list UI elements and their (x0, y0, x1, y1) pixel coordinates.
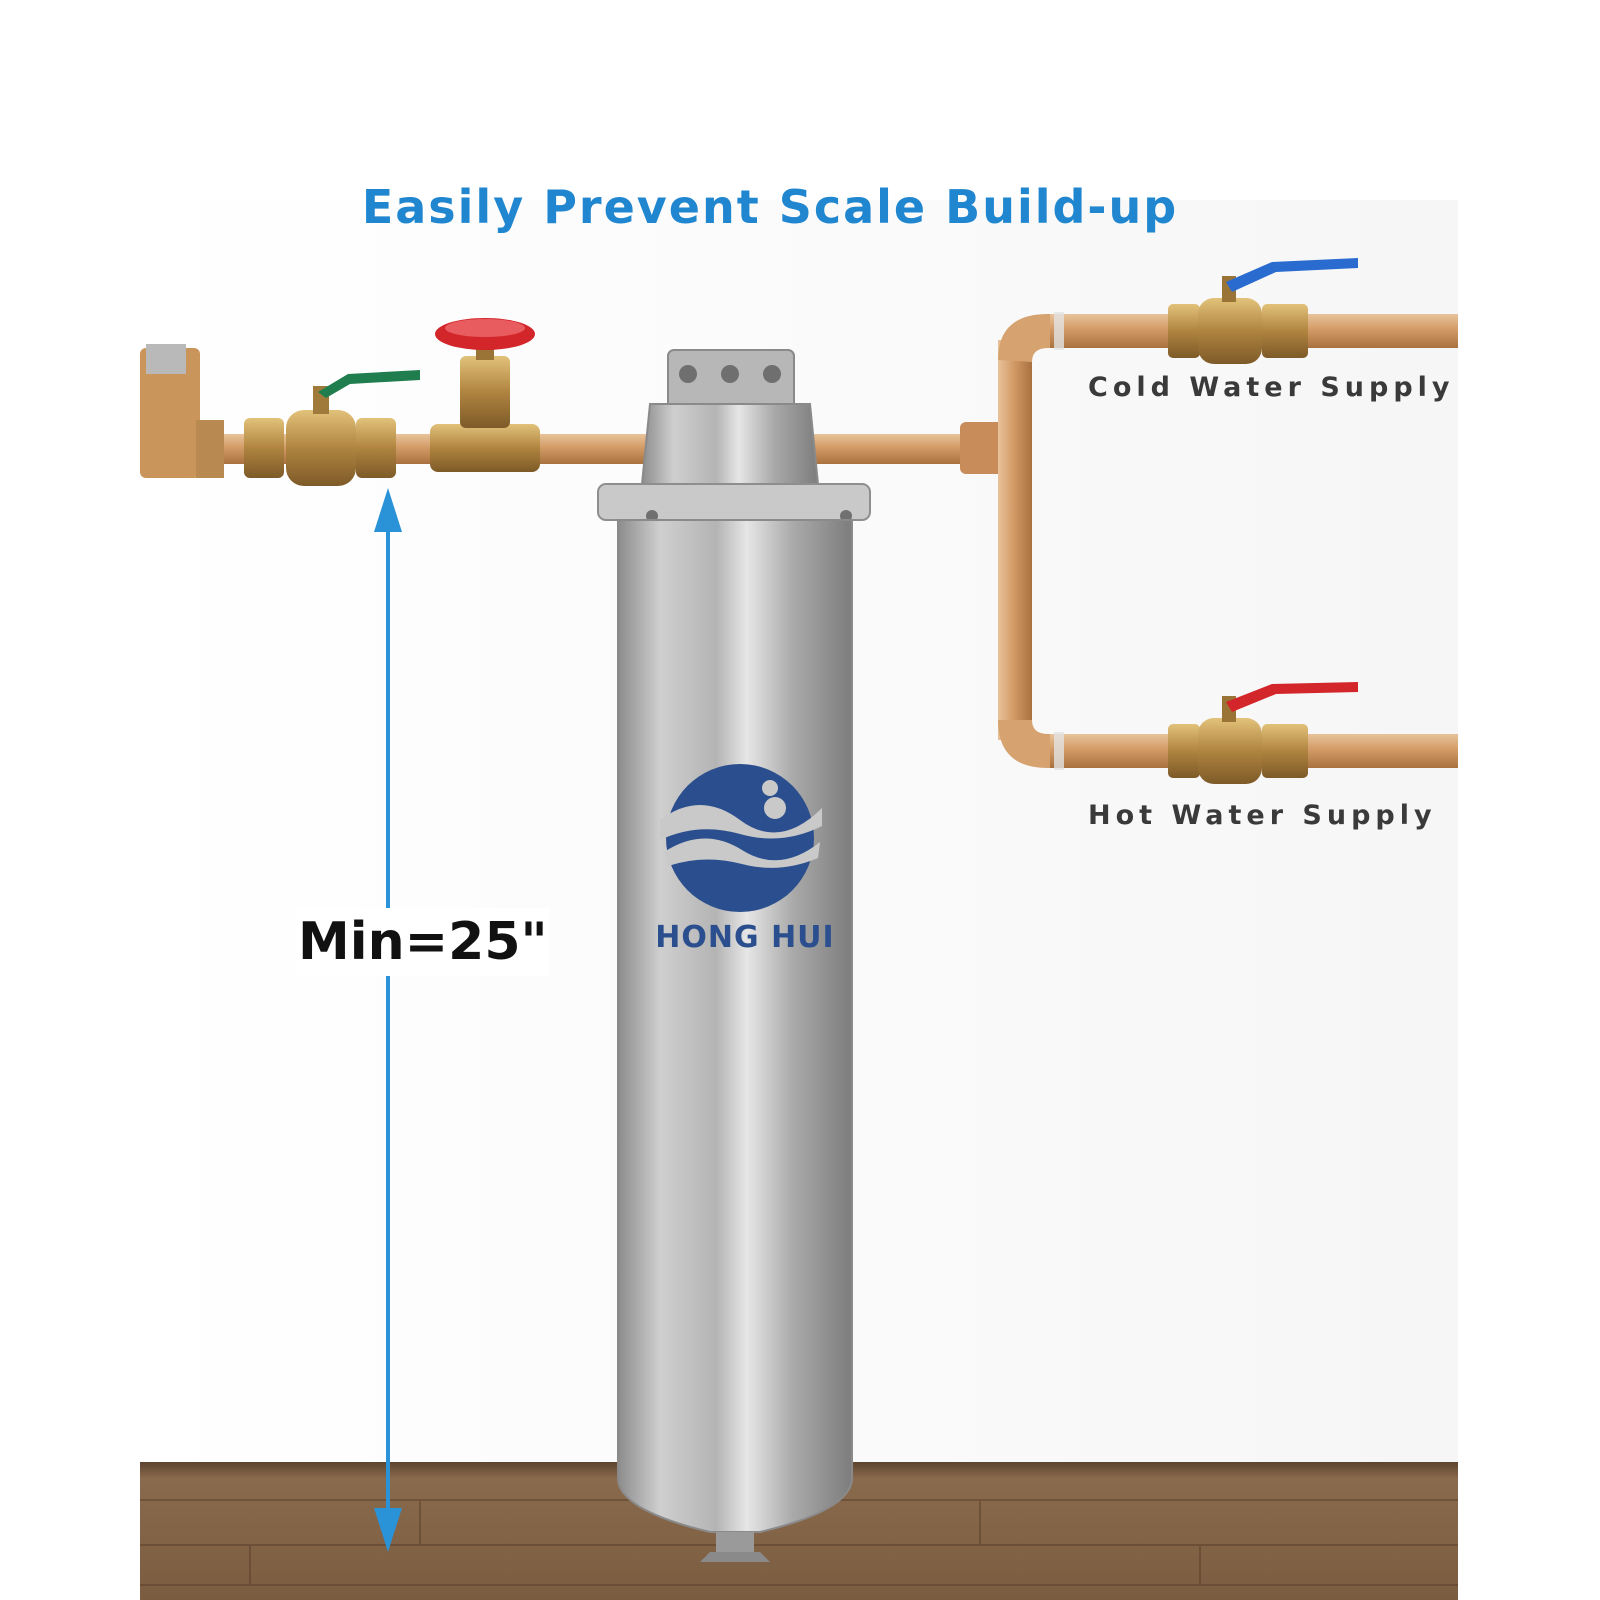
arrow-up-icon (374, 488, 402, 532)
clearance-arrow (374, 488, 402, 1552)
hot-water-label: Hot Water Supply (1088, 800, 1437, 831)
headline: Easily Prevent Scale Build-up (361, 180, 1179, 234)
ball-valve-green (244, 370, 420, 486)
ball-valve-red (1168, 682, 1358, 784)
min-clearance-label: Min=25" (296, 908, 550, 976)
gate-valve-red (430, 318, 540, 472)
filter-housing (617, 519, 853, 1562)
filter-head (597, 349, 871, 522)
cold-water-label: Cold Water Supply (1088, 372, 1455, 403)
brand-logo (660, 764, 822, 912)
water-meter (140, 344, 224, 478)
brand-name: HONG HUI (655, 920, 835, 955)
ball-valve-blue (1168, 258, 1358, 364)
arrow-down-icon (374, 1508, 402, 1552)
